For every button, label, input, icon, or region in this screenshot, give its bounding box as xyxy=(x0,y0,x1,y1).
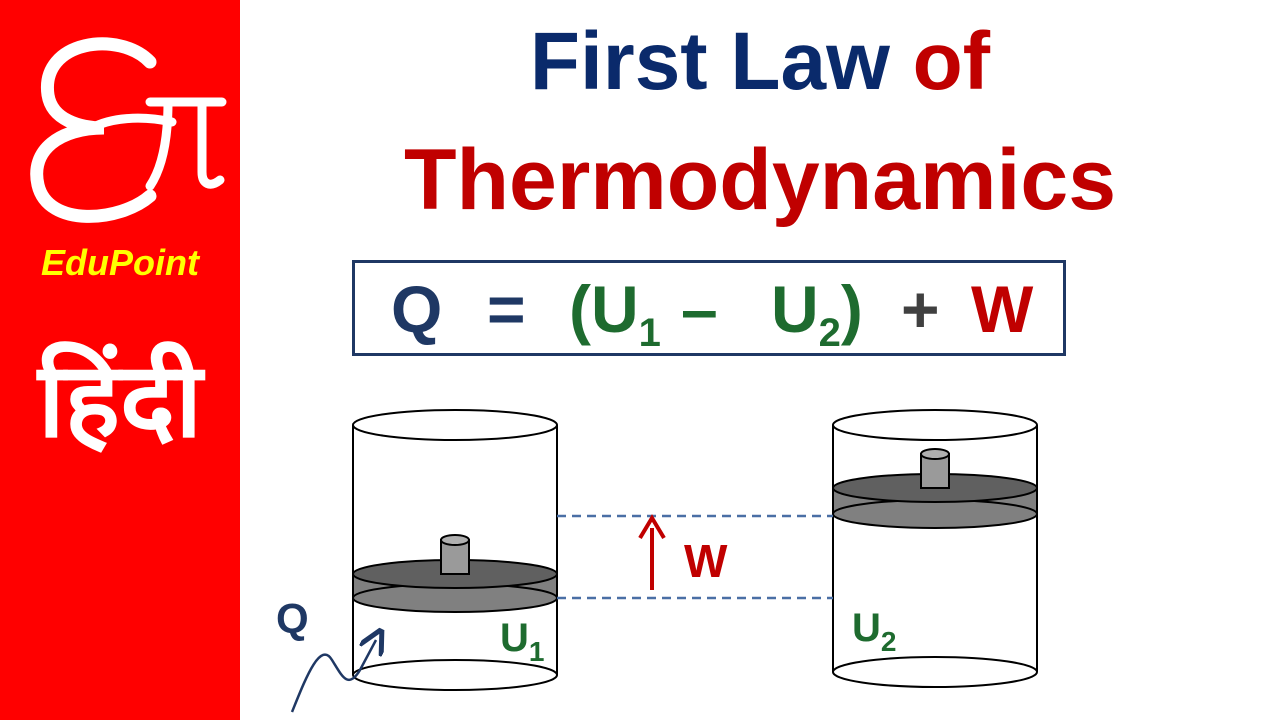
brand-name: EduPoint xyxy=(41,242,199,283)
work-label: W xyxy=(684,535,728,587)
eq-u1-term: (U1 xyxy=(569,269,661,373)
title-first-law: First Law xyxy=(529,16,890,107)
eq-equals: = xyxy=(487,272,526,346)
eq-minus: – xyxy=(681,272,718,346)
left-cylinder xyxy=(352,409,558,691)
heat-wave-arrow-icon xyxy=(290,640,376,713)
u1-letter: U xyxy=(500,616,529,660)
logo-pi xyxy=(145,97,227,191)
eq-plus: + xyxy=(901,272,940,346)
heat-label: Q xyxy=(276,595,309,642)
edupoint-logo-icon xyxy=(30,37,227,223)
eq-close: ) xyxy=(840,272,863,346)
sidebar-banner: EduPoint हिंदी xyxy=(0,0,240,720)
u2-subscript: 2 xyxy=(880,626,897,657)
eq-u2: U xyxy=(771,272,819,346)
left-piston xyxy=(352,534,558,613)
eq-open-u: (U xyxy=(569,272,639,346)
u2-letter: U xyxy=(852,606,881,650)
eq-w: W xyxy=(971,272,1034,346)
title-of: of xyxy=(912,16,991,107)
logo-crossbar xyxy=(87,113,177,133)
eq-sub-1: 1 xyxy=(638,311,661,355)
logo-e-stroke xyxy=(30,37,157,223)
work-arrow-icon xyxy=(638,514,666,590)
eq-q: Q xyxy=(391,272,443,346)
internal-energy-1-label: U1 xyxy=(500,618,544,666)
first-law-equation: Q = (U1 – U2) + W xyxy=(355,263,1063,355)
u1-subscript: 1 xyxy=(528,636,545,667)
right-cylinder xyxy=(832,409,1038,688)
equation-box: Q = (U1 – U2) + W xyxy=(352,260,1066,356)
page-title-line-1: First Law of xyxy=(240,12,1280,112)
eq-u2-term: U2) xyxy=(771,269,863,373)
page-title-line-2: Thermodynamics xyxy=(403,132,1117,228)
internal-energy-2-label: U2 xyxy=(852,608,896,656)
right-piston xyxy=(832,448,1038,529)
eq-sub-2: 2 xyxy=(818,311,841,355)
language-label: हिंदी xyxy=(37,339,203,461)
